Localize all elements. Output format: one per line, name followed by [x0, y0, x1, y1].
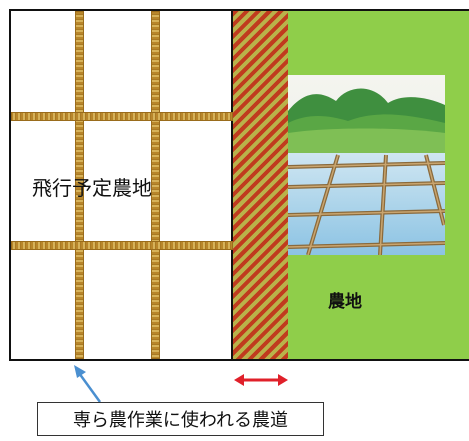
planned-farmland-label: 飛行予定農地 [32, 176, 152, 200]
double-headed-arrow-icon [234, 374, 288, 386]
planned-farmland-area [9, 9, 233, 361]
blue-arrow-icon [74, 365, 102, 403]
farm-road-horizontal-2 [11, 241, 233, 250]
farm-road-callout-text: 専ら農作業に使われる農道 [72, 410, 289, 431]
farm-road-vertical-2 [151, 11, 160, 359]
rice-paddy-landscape-icon [288, 75, 445, 255]
farm-road-vertical-1 [75, 11, 84, 359]
buffer-strip [233, 9, 288, 361]
farmland-label: 農地 [328, 292, 362, 312]
farm-road-callout: 専ら農作業に使われる農道 [37, 402, 324, 436]
farm-road-horizontal-1 [11, 112, 233, 121]
